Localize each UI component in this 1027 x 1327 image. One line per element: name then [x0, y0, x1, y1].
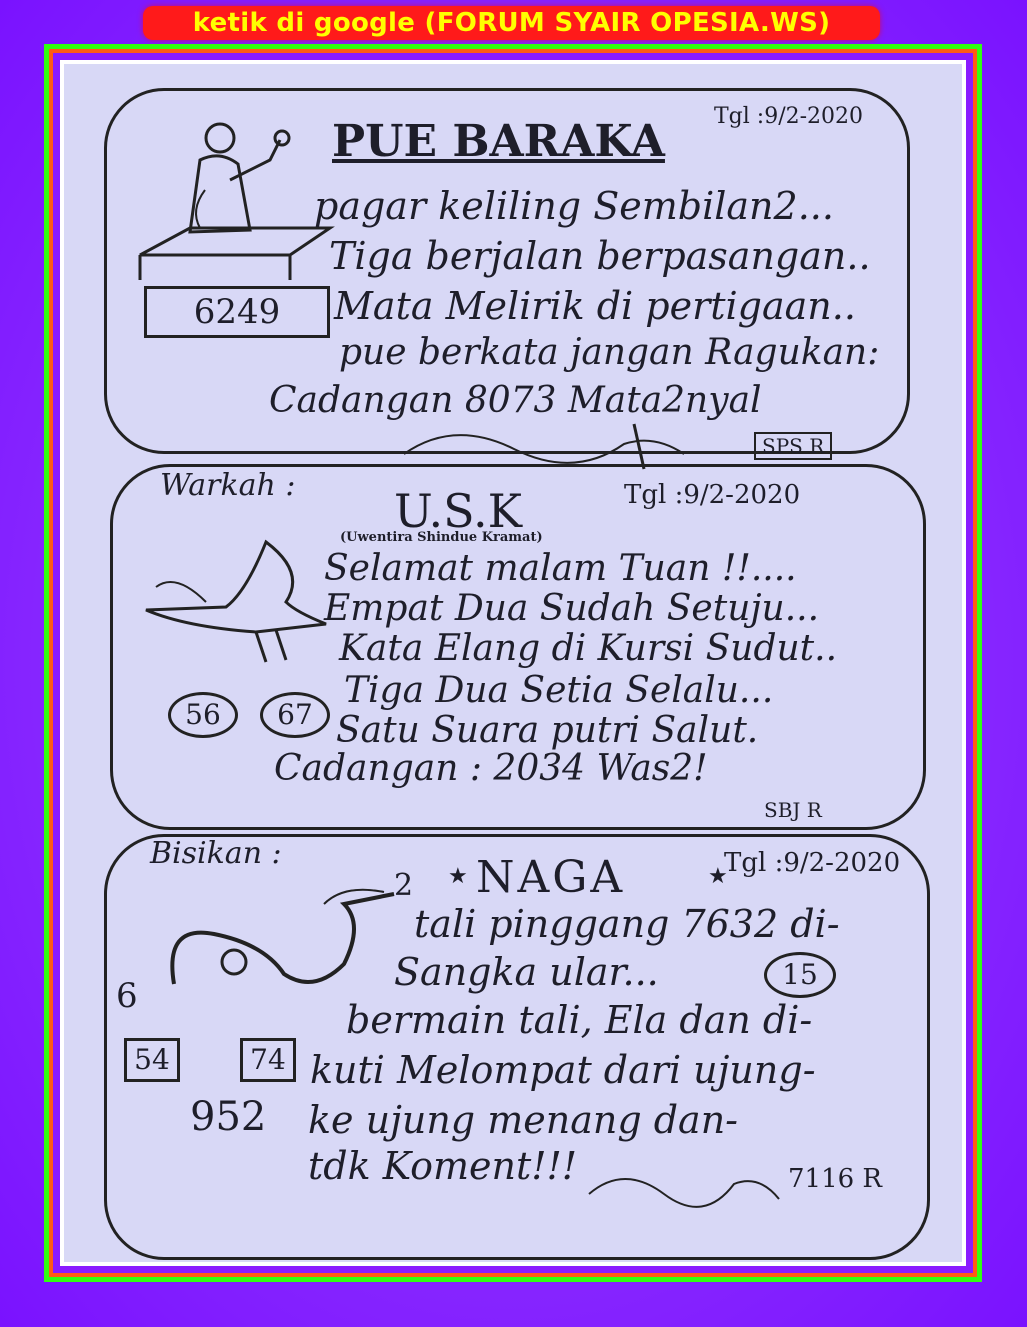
section-pue-baraka: [104, 88, 910, 454]
section3-line-3: bermain tali, Ela dan di-: [346, 998, 813, 1042]
title-usk: U.S.K: [394, 484, 523, 538]
section3-line-2: Sangka ular...: [394, 950, 659, 994]
site-banner: ketik di google (FORUM SYAIR OPESIA.WS): [143, 6, 880, 40]
seated-figure-illustration: [138, 122, 335, 280]
section3-line-1: tali pinggang 7632 di-: [414, 902, 840, 946]
scribble-section3: [588, 1178, 780, 1208]
circle-67: 67: [260, 692, 330, 738]
scanned-paper: PUE BARAKA Tgl :9/2-2020 6249 pagar keli…: [64, 64, 962, 1262]
section1-line-5: Cadangan 8073 Mata2nyal: [269, 380, 762, 421]
section-naga: [104, 834, 930, 1260]
section2-line-3: Kata Elang di Kursi Sudut..: [339, 628, 838, 669]
label-warkah: Warkah :: [160, 468, 296, 503]
section2-reserve: Cadangan : 2034 Was2!: [274, 748, 708, 789]
number-box-6249: 6249: [144, 286, 330, 338]
section3-line-6: tdk Koment!!!: [308, 1144, 578, 1188]
section2-line-2: Empat Dua Sudah Setuju...: [324, 588, 820, 629]
section1-line-1: pagar keliling Sembilan2...: [314, 184, 834, 228]
signature-section2: SBJ R: [764, 798, 822, 822]
signature-section1: SPS R: [754, 432, 833, 460]
section1-line-4: pue berkata jangan Ragukan:: [339, 332, 880, 373]
date-section2: Tgl :9/2-2020: [624, 480, 801, 510]
scribble-section1: [403, 423, 685, 470]
eagle-illustration: [145, 539, 327, 663]
circle-15: 15: [764, 952, 836, 998]
section1-line-2: Tiga berjalan berpasangan..: [329, 234, 871, 278]
box-74: 74: [240, 1038, 296, 1082]
date-section3: Tgl :9/2-2020: [724, 848, 901, 878]
section-usk: [110, 464, 926, 830]
number-952: 952: [190, 1094, 267, 1140]
date-section1: Tgl :9/2-2020: [714, 104, 864, 129]
star-right: ★: [708, 864, 728, 889]
section2-line-4: Tiga Dua Setia Selalu...: [344, 670, 774, 711]
label-bisikan: Bisikan :: [150, 836, 282, 871]
signature-section3: 7116 R: [788, 1164, 883, 1194]
section2-line-1: Selamat malam Tuan !!....: [324, 548, 797, 589]
circle-56: 56: [168, 692, 238, 738]
mark-2: 2: [394, 868, 414, 903]
dragon-illustration: [170, 888, 395, 985]
section3-line-5: ke ujung menang dan-: [308, 1098, 739, 1142]
section1-line-3: Mata Melirik di pertigaan..: [334, 284, 856, 328]
star-left: ★: [448, 864, 468, 889]
title-naga: NAGA: [476, 852, 626, 903]
mark-6: 6: [116, 976, 138, 1016]
section2-line-5: Satu Suara putri Salut.: [336, 710, 759, 751]
title-pue-baraka: PUE BARAKA: [332, 116, 665, 167]
box-54: 54: [124, 1038, 180, 1082]
subtitle-usk: (Uwentira Shindue Kramat): [340, 530, 543, 545]
section3-line-4: kuti Melompat dari ujung-: [310, 1048, 816, 1092]
